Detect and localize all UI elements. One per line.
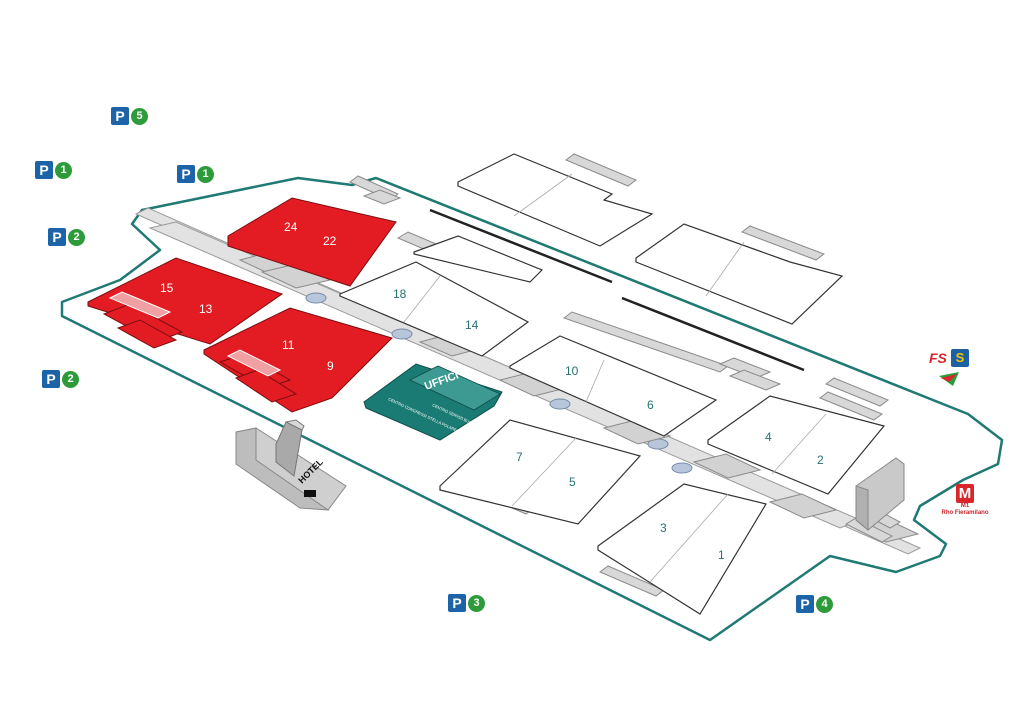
- pavilion-11[interactable]: 11: [282, 338, 295, 352]
- pavilion-15[interactable]: 15: [160, 281, 174, 295]
- pavilion-1[interactable]: 1: [718, 548, 725, 562]
- pavilion-18-14: [339, 261, 530, 357]
- pavilion-4-2: [707, 395, 886, 495]
- parking-number: 4: [816, 595, 833, 613]
- pavilion-3[interactable]: 3: [660, 521, 667, 535]
- offices-sub-left: CENTRO CONGRESSI STELLA POLARE: [388, 396, 459, 432]
- pavilion-24[interactable]: 24: [284, 220, 298, 234]
- parking-p2-north[interactable]: P 2: [48, 228, 85, 246]
- red-pavilions: [87, 197, 397, 413]
- parking-icon: P: [448, 594, 466, 612]
- parking-number: 2: [68, 228, 85, 246]
- parking-number: 1: [55, 161, 72, 179]
- offices-sub-right: CENTRO SERVIZI BUSINESS POINT: [432, 402, 496, 436]
- offices-building: [363, 363, 503, 441]
- pavilion-10[interactable]: 10: [565, 364, 579, 378]
- hotel-sign[interactable]: HOTEL: [296, 456, 325, 497]
- parking-icon: P: [35, 161, 53, 179]
- pavilion-22[interactable]: 22: [323, 234, 337, 248]
- parking-icon: P: [796, 595, 814, 613]
- fair-perimeter: [60, 176, 1004, 642]
- regional-rail-icon: [939, 372, 959, 386]
- parking-number: 2: [62, 370, 79, 388]
- metro-station[interactable]: M M1 Rho Fieramilano: [941, 484, 989, 517]
- suburban-s-icon: S: [951, 349, 969, 367]
- parking-p1-north[interactable]: P 1: [177, 165, 214, 183]
- pavilion-18[interactable]: 18: [393, 287, 407, 301]
- pavilion-13[interactable]: 13: [199, 302, 213, 316]
- parking-number: 5: [131, 107, 148, 125]
- hotel-badge: [304, 490, 316, 497]
- white-pavilions: [339, 261, 886, 615]
- pavilion-5[interactable]: 5: [569, 475, 576, 489]
- walkway-pods: [305, 292, 693, 474]
- trenitalia-icon: FS: [929, 350, 947, 366]
- parking-icon: P: [42, 370, 60, 388]
- parking-p2-west[interactable]: P 2: [42, 370, 79, 388]
- metro-stop-name: Rho Fieramilano: [941, 510, 989, 516]
- parking-icon: P: [177, 165, 195, 183]
- pavilion-2[interactable]: 2: [817, 453, 824, 467]
- parking-p3[interactable]: P 3: [448, 594, 485, 612]
- pavilion-14[interactable]: 14: [465, 318, 479, 332]
- pavilion-6[interactable]: 6: [647, 398, 654, 412]
- walkway-blocks: [238, 251, 920, 543]
- pavilion-4[interactable]: 4: [765, 430, 772, 444]
- hotel-building: [235, 419, 347, 511]
- hotel-label: HOTEL: [296, 456, 325, 485]
- parking-p4[interactable]: P 4: [796, 595, 833, 613]
- pavilion-24-22: [227, 197, 397, 287]
- pavilion-7-5: [439, 419, 642, 525]
- pavilion-7[interactable]: 7: [516, 450, 523, 464]
- metro-icon: M: [956, 484, 974, 503]
- railway-station-icon[interactable]: FS S: [927, 348, 975, 392]
- parking-p5[interactable]: P 5: [111, 107, 148, 125]
- parking-icon: P: [48, 228, 66, 246]
- pavilion-10-6: [509, 335, 718, 437]
- pavilion-9[interactable]: 9: [327, 359, 334, 373]
- pavilion-11-9: [203, 307, 393, 413]
- metro-line: M1: [960, 503, 970, 509]
- north-buildings: [413, 153, 844, 325]
- parking-number: 3: [468, 594, 485, 612]
- east-building: [855, 457, 905, 532]
- parking-number: 1: [197, 165, 214, 183]
- north-lines: [429, 208, 805, 372]
- parking-p1-west[interactable]: P 1: [35, 161, 72, 179]
- pavilion-3-1: [597, 483, 767, 615]
- red-pavilion-strips: [108, 291, 282, 377]
- offices-title[interactable]: UFFICI: [423, 369, 460, 392]
- pavilion-15-13: [87, 257, 284, 345]
- parking-icon: P: [111, 107, 129, 125]
